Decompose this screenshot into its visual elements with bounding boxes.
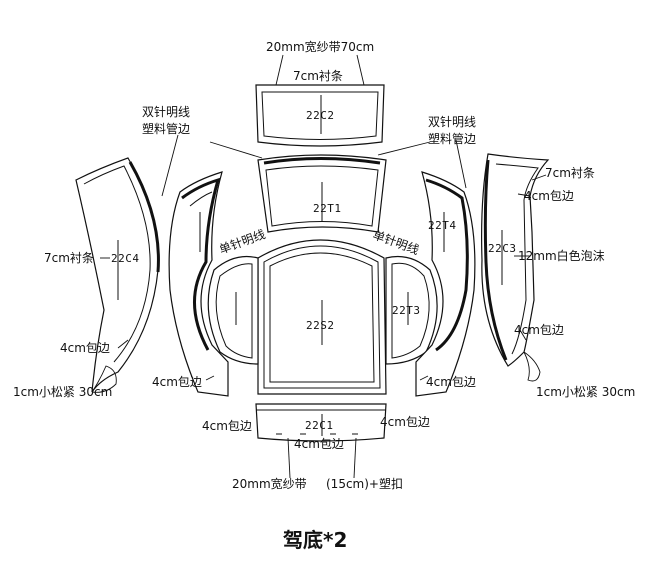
label-bottom-clip: (15cm)+塑扣: [326, 476, 403, 491]
label-right-edge-top: 4cm包边: [524, 189, 574, 203]
label-bottom-left-edge: 4cm包边: [202, 419, 252, 433]
piece-22t1: [257, 154, 387, 233]
piece-22c1: [255, 403, 387, 479]
label-right-foam: 12mm白色泡沫: [518, 248, 605, 263]
code-22s2: 22S2: [306, 319, 335, 332]
label-left-elastic: 1cm小松紧 30cm: [13, 385, 112, 399]
label-right-edge-mid: 4cm包边: [514, 323, 564, 337]
code-22c4: 22C4: [111, 252, 140, 265]
label-top-liner: 7cm衬条: [293, 69, 343, 83]
label-double-stitch-right-2: 塑料管边: [428, 131, 476, 146]
label-bottom-center-edge: 4cm包边: [294, 437, 344, 451]
label-inner-right-edge: 4cm包边: [426, 375, 476, 389]
label-bottom-right-edge: 4cm包边: [380, 415, 430, 429]
code-22t4: 22T4: [428, 219, 457, 232]
label-double-stitch-right-1: 双针明线: [428, 114, 476, 129]
diagram-title: 驾底*2: [283, 528, 347, 552]
code-22c2: 22C2: [306, 109, 335, 122]
piece-22t3: [385, 255, 438, 365]
label-bottom-band: 20mm宽纱带: [232, 476, 307, 491]
code-22t3: 22T3: [392, 304, 421, 317]
piece-22s2: [257, 239, 387, 395]
piece-22t4-right: [415, 171, 476, 397]
label-right-liner: 7cm衬条: [545, 166, 595, 180]
label-right-elastic: 1cm小松紧 30cm: [536, 385, 635, 399]
piece-22c3: [481, 153, 550, 367]
code-22t1: 22T1: [313, 202, 342, 215]
label-single-stitch-right: 单针明线: [371, 227, 421, 258]
label-single-stitch-left: 单针明线: [217, 226, 267, 257]
piece-22t4: [168, 171, 229, 397]
code-22c3: 22C3: [488, 242, 517, 255]
code-22c1: 22C1: [305, 419, 334, 432]
piece-22c2: [255, 54, 385, 147]
label-left-liner: 7cm衬条: [44, 251, 94, 265]
label-top-band: 20mm宽纱带70cm: [266, 39, 374, 54]
label-double-stitch-left-1: 双针明线: [142, 104, 190, 119]
piece-22c4: [75, 157, 160, 393]
piece-left-small: [207, 255, 259, 365]
label-left-edge: 4cm包边: [60, 341, 110, 355]
leader-lines: [91, 134, 547, 393]
label-double-stitch-left-2: 塑料管边: [142, 121, 190, 136]
label-inner-left-edge: 4cm包边: [152, 375, 202, 389]
